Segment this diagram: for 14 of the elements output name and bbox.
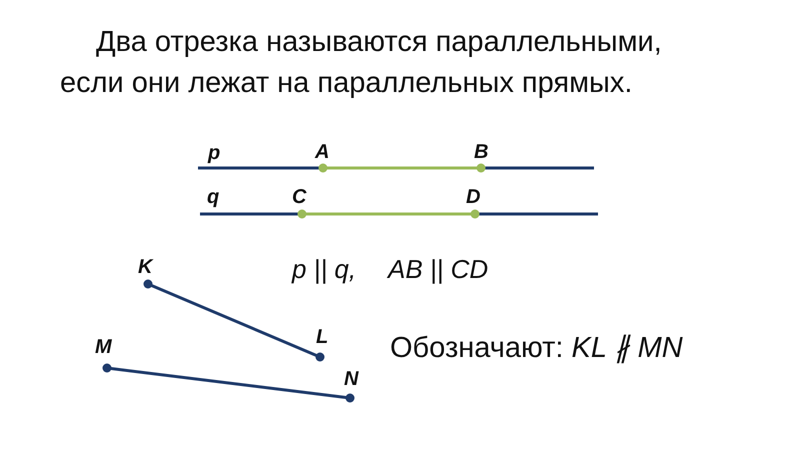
notation-text: AB || CD: [388, 254, 488, 285]
point-label: C: [292, 186, 306, 208]
point-label: L: [316, 326, 328, 348]
point-label: B: [474, 141, 488, 163]
point-label: D: [466, 186, 480, 208]
point-label: p: [208, 142, 220, 164]
heading: Два отрезка называются параллельными, если они лежат на параллельных прямых.: [60, 25, 663, 101]
point-label: M: [95, 336, 112, 358]
notation-text: p || q,: [292, 254, 356, 285]
point-label: q: [207, 186, 220, 208]
notation-text: Обозначают: KL ∦ MN: [390, 331, 684, 366]
point-label: K: [138, 256, 152, 278]
point-label: N: [344, 368, 358, 390]
point-label: A: [315, 141, 330, 163]
